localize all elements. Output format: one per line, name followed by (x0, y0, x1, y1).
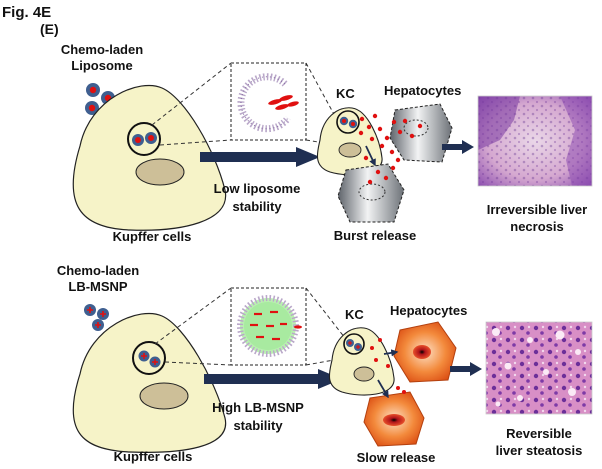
liposome-inset (230, 62, 307, 141)
top-kc-label: KC (336, 86, 355, 101)
kupffer-nucleus-bottom (139, 382, 189, 410)
bottom-hepatocytes-label: Hepatocytes (390, 303, 467, 318)
liposome-bilayer (237, 73, 291, 133)
figure-label: Fig. 4E (2, 4, 51, 21)
bottom-outcome-label-1: Reversible (506, 426, 572, 441)
panel-label: (E) (40, 21, 59, 37)
kupffer-cell-bottom (72, 312, 227, 453)
lbmsnp-particles (84, 304, 109, 331)
kc-cell-top (316, 107, 383, 176)
inset-drug-dashes (250, 310, 287, 341)
bottom-particle-label-2: LB-MSNP (68, 279, 128, 294)
top-outcome-label-2: necrosis (510, 219, 563, 234)
bottom-cell-label: Kupffer cells (114, 449, 193, 464)
top-particle-label-2: Liposome (71, 58, 132, 73)
bottom-kc-label: KC (345, 307, 364, 322)
stability-arrow-top (200, 147, 320, 167)
bottom-arrow-label-1: High LB-MSNP (212, 400, 304, 415)
top-outcome-label-1: Irreversible liver (487, 202, 587, 217)
top-hepatocytes-label: Hepatocytes (384, 83, 461, 98)
stability-arrow-bottom (204, 369, 342, 389)
kupffer-cell-top (72, 84, 227, 231)
top-release-label: Burst release (334, 228, 416, 243)
bottom-panel: Chemo-laden LB-MSNP High (57, 263, 593, 465)
bottom-release-label: Slow release (357, 450, 436, 465)
burst-drug-dots (358, 113, 423, 185)
top-particle-label-1: Chemo-laden (61, 42, 143, 57)
endosome-top (127, 122, 161, 156)
top-cell-label: Kupffer cells (113, 229, 192, 244)
hepatocyte-gray-1 (389, 103, 453, 163)
bottom-particle-label-1: Chemo-laden (57, 263, 139, 278)
top-arrow-label-2: stability (232, 199, 282, 214)
kupffer-nucleus-top (135, 158, 185, 186)
histology-steatosis (485, 321, 593, 415)
outcome-arrow-top (442, 140, 474, 154)
bottom-arrow-label-2: stability (233, 418, 283, 433)
histology-necrosis (477, 95, 593, 187)
inset-drug-crystals (268, 95, 299, 110)
liposome-particles (85, 83, 115, 115)
outcome-arrow-bottom (450, 362, 482, 376)
kc-cell-bottom (328, 327, 395, 396)
bottom-outcome-label-2: liver steatosis (496, 443, 583, 458)
slow-drug-dots (370, 338, 406, 394)
hepatocyte-gray-2 (337, 163, 405, 223)
endosome-bottom (132, 341, 166, 375)
top-arrow-label-1: Low liposome (214, 181, 301, 196)
top-panel: Chemo-laden Liposome Low (61, 42, 593, 244)
